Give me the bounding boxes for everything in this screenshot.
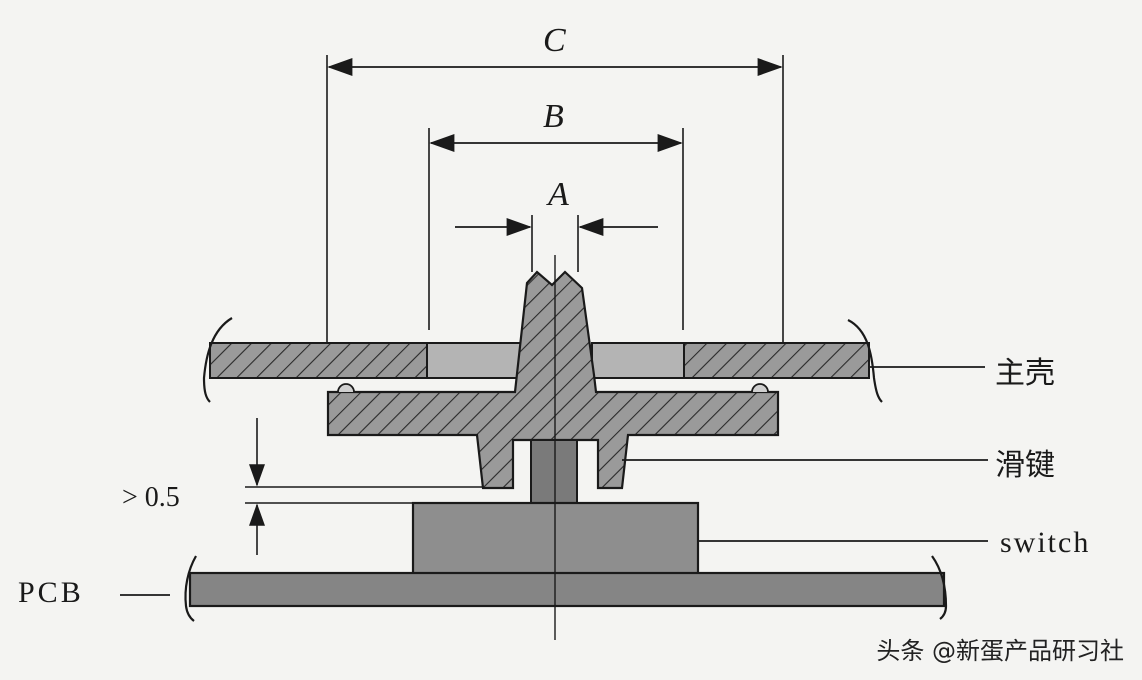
pcb-label: PCB xyxy=(18,576,84,609)
dimension-b-label: B xyxy=(543,98,564,135)
main-housing-label: 主壳 xyxy=(995,356,1055,391)
callout-leaders xyxy=(120,366,988,596)
watermark: 头条 @新蛋产品研习社 xyxy=(876,637,1124,665)
main-housing-section xyxy=(202,317,883,403)
slide-key-label: 滑键 xyxy=(995,448,1055,483)
dimension-c-label: C xyxy=(543,22,566,59)
slide-key-section xyxy=(326,270,780,490)
pcb-board xyxy=(184,555,948,622)
gap-label: > 0.5 xyxy=(122,482,180,513)
dimension-a-label: A xyxy=(548,176,569,213)
extension-lines xyxy=(326,55,784,375)
switch-label: switch xyxy=(1000,526,1091,559)
gap-dimension xyxy=(245,418,483,555)
